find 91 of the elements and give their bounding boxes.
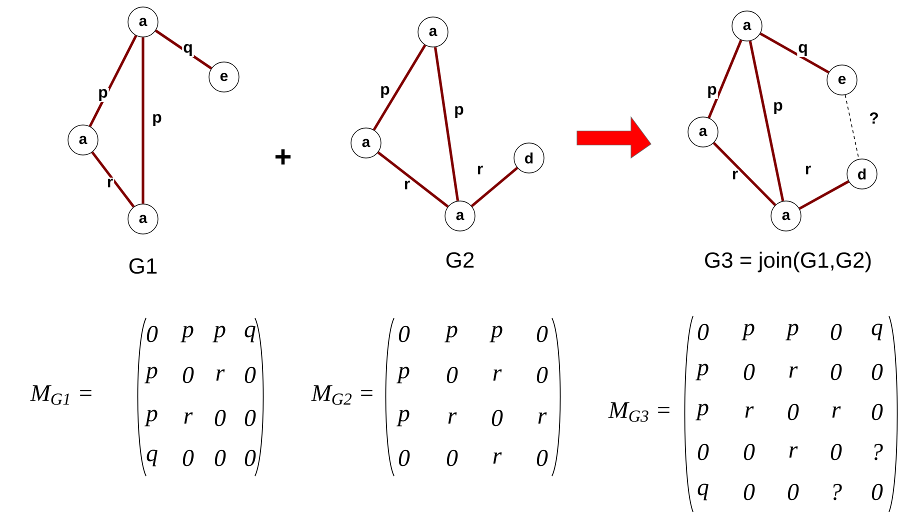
matrix-entry: r — [789, 446, 798, 458]
matrix-entry: 0 — [244, 366, 256, 384]
edge-label: r — [106, 178, 114, 188]
edge-line — [434, 47, 460, 201]
matrix-entry: 0 — [536, 450, 548, 466]
matrix-entry: 0 — [788, 484, 799, 500]
matrix-entry: 0 — [244, 410, 256, 426]
matrix-entry: 0 — [182, 450, 194, 466]
graph-caption: G1 — [129, 258, 157, 274]
matrix-entry: p — [144, 366, 158, 384]
edge-label: r — [402, 180, 412, 190]
edge-line — [142, 37, 144, 204]
edge-label: r — [730, 170, 740, 180]
matrix-entry: r — [184, 412, 193, 424]
matrix-entry: p — [696, 364, 708, 380]
edge-line — [712, 142, 776, 206]
matrix-entry: r — [789, 366, 798, 378]
edge-label: q — [797, 43, 809, 57]
matrix-entry: p — [144, 410, 158, 426]
matrix-entry: 0 — [536, 326, 548, 342]
matrix-entry: 0 — [788, 404, 799, 420]
matrix-entry: 0 — [214, 410, 226, 426]
matrix-entry: r — [538, 412, 547, 424]
edge-line — [372, 44, 426, 131]
edge-line — [88, 35, 138, 127]
edge-line — [748, 40, 784, 202]
matrix-entry: p — [742, 324, 754, 340]
matrix-entry: 0 — [744, 484, 755, 500]
matrix-entry: p — [696, 404, 708, 420]
graph-caption: G2 — [446, 252, 474, 268]
matrix-entry: 0 — [744, 444, 755, 460]
matrix-entry: 0 — [698, 324, 709, 340]
matrix-entry: r — [832, 406, 841, 418]
edge-line — [844, 94, 860, 160]
edge-label: ? — [868, 111, 880, 125]
matrix-entry: 0 — [214, 450, 226, 466]
matrix-entry: r — [448, 412, 457, 424]
matrix-entry: 0 — [398, 450, 410, 466]
matrix-entry: 0 — [182, 366, 194, 384]
matrix-entry: 0 — [830, 324, 842, 340]
matrix-entry: r — [493, 369, 502, 381]
matrix-entry: ? — [874, 444, 883, 460]
edge-label: p — [706, 85, 718, 99]
matrix-entry: 0 — [398, 326, 410, 342]
matrix-entry: ? — [833, 484, 842, 500]
matrix-entry: 0 — [446, 366, 458, 384]
matrix-entry: 0 — [146, 326, 158, 342]
matrix-entry: 0 — [872, 484, 883, 500]
matrix-entry: p — [212, 326, 226, 342]
matrix-entry: p — [444, 326, 458, 342]
edge-label: p — [151, 113, 163, 127]
matrix-entry: 0 — [830, 364, 842, 380]
matrix-entry: 0 — [536, 366, 548, 384]
edge-label: p — [97, 88, 109, 102]
edge-line — [377, 151, 449, 208]
matrix-entry: 0 — [244, 450, 256, 466]
matrix-entry: 0 — [830, 444, 842, 460]
edge-label: r — [476, 164, 484, 176]
matrix-entry: p — [490, 326, 502, 342]
graph-caption: G3 = join(G1,G2) — [705, 252, 871, 272]
matrix-entry: p — [396, 410, 410, 426]
matrix-name: M$_{G3}$ = — [608, 402, 670, 422]
edge-label: r — [804, 164, 812, 176]
matrix-entry: 0 — [872, 404, 883, 420]
matrix-entry: r — [745, 406, 754, 418]
matrix-entry: 0 — [698, 444, 709, 460]
matrix-name: M$_{G1}$ = — [30, 385, 92, 405]
matrix-entry: q — [698, 484, 708, 500]
matrix-name: M$_{G2}$ = — [311, 385, 372, 405]
matrix-entry: p — [396, 366, 410, 384]
matrix-entry: 0 — [492, 410, 503, 426]
matrix-entry: q — [146, 450, 158, 466]
matrix-entry: q — [872, 324, 882, 340]
matrix-entry: q — [244, 326, 256, 342]
edge-line — [708, 40, 742, 118]
edge-label: q — [182, 43, 194, 57]
edge-line — [91, 151, 135, 208]
edge-line — [760, 32, 830, 74]
matrix-entry: 0 — [872, 364, 883, 380]
edge-line — [798, 180, 850, 210]
matrix-entry: r — [216, 369, 225, 381]
matrix-entry: 0 — [744, 364, 755, 380]
matrix-entry: 0 — [446, 450, 458, 466]
plus-sign: + — [276, 149, 291, 164]
edge-line — [470, 166, 518, 208]
edge-label: p — [379, 85, 391, 99]
matrix-entry: r — [493, 452, 502, 464]
matrix-entry: p — [786, 324, 798, 340]
matrix-entry: p — [180, 326, 194, 342]
edge-label: p — [772, 101, 784, 115]
edge-label: p — [453, 105, 465, 119]
